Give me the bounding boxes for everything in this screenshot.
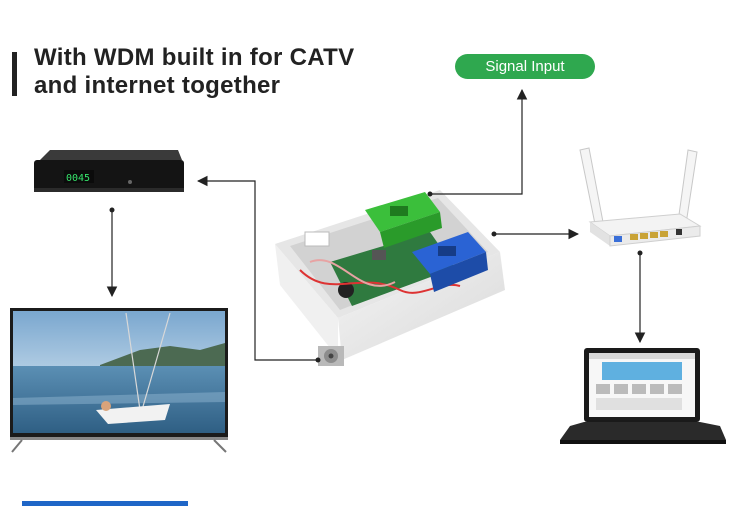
arrow-to-set-top-box — [196, 175, 318, 361]
bottom-accent-strip — [22, 501, 188, 506]
stb-display-readout: 0045 — [66, 173, 90, 184]
headline: With WDM built in for CATV and internet … — [34, 44, 354, 100]
headline-line-2: and internet together — [34, 72, 281, 99]
headline-line-1: With WDM built in for CATV — [34, 44, 355, 71]
set-top-box-icon: 0045 — [34, 150, 184, 192]
router-icon — [579, 147, 702, 247]
headline-accent-bar — [12, 52, 17, 96]
connection-lines — [106, 88, 646, 361]
tv-icon — [10, 308, 228, 453]
laptop-icon — [560, 348, 726, 444]
arrow-to-signal-input — [430, 88, 528, 195]
green-sc-connector-icon — [365, 192, 442, 248]
blue-sc-connector-icon — [412, 232, 488, 292]
f-connector-icon — [318, 346, 344, 366]
signal-input-badge: Signal Input — [455, 54, 595, 79]
optical-receiver-icon — [275, 190, 505, 366]
signal-input-label: Signal Input — [485, 58, 565, 75]
line-endpoints — [109, 191, 643, 363]
